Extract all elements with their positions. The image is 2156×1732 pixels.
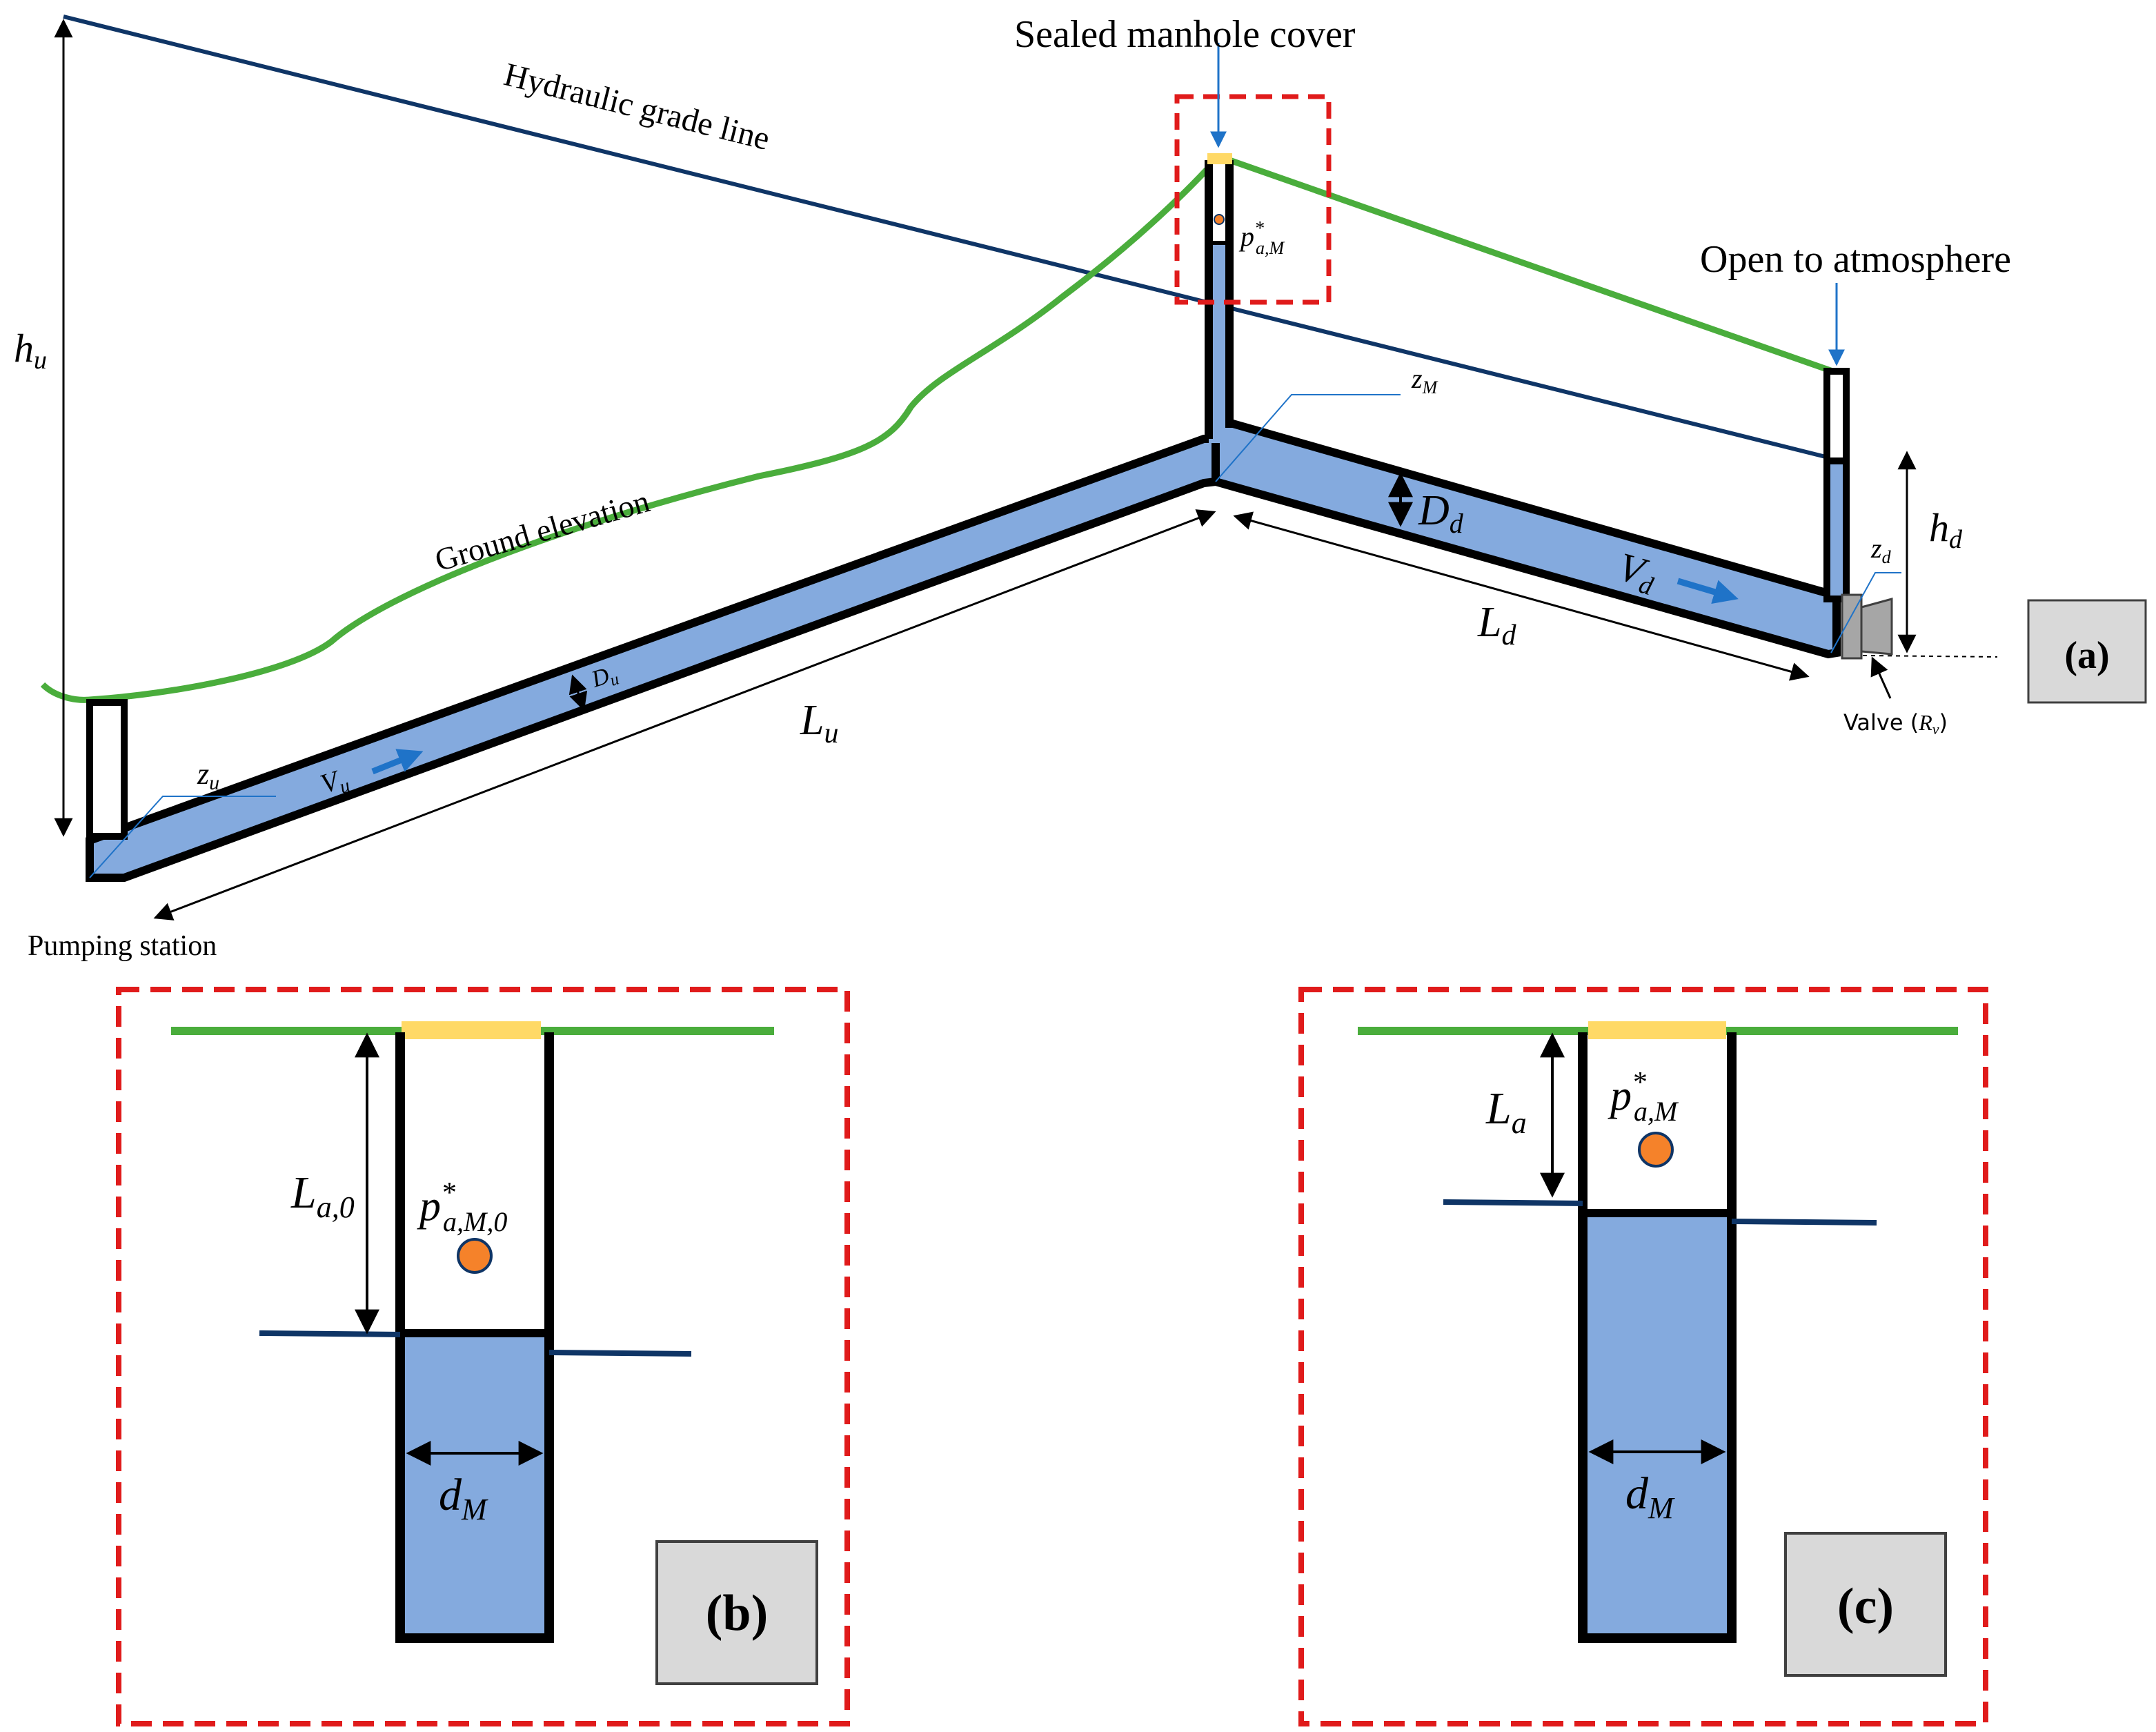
panel-b-l-a0-label: La,0 xyxy=(290,1168,355,1224)
sealed-manhole-cover xyxy=(1207,153,1232,164)
valve-leader xyxy=(1870,656,1892,699)
panel-b-label-box xyxy=(655,1540,818,1685)
valve-label: Valve (Rv) xyxy=(1843,709,1948,738)
ground-elevation-line xyxy=(40,157,1838,703)
panel-b-d-m-label: dM xyxy=(439,1470,488,1526)
panel-b-air-dot xyxy=(457,1238,493,1274)
downstream-pipe xyxy=(1211,417,1841,659)
z-d-label: zd xyxy=(1870,533,1892,567)
panel-b-p-label: p*a,M,0 xyxy=(417,1177,507,1237)
p-a-m-label: p*a,M xyxy=(1238,218,1285,258)
hydraulic-grade-line-label: Hydraulic grade line xyxy=(500,56,773,157)
z-u-label: zu xyxy=(197,757,219,794)
z-u-leader xyxy=(89,796,276,878)
panel-a: Sealed manhole cover Hydraulic grade lin… xyxy=(14,13,2147,962)
panel-b-water xyxy=(400,1333,549,1638)
panel-b-dashed-box xyxy=(116,987,850,1726)
panel-c-hgl-right xyxy=(1731,1219,1877,1226)
open-to-atmosphere-label: Open to atmosphere xyxy=(1700,238,2011,281)
l-d-dimension xyxy=(1233,511,1810,681)
panel-c: La p*a,M dM (c) xyxy=(1298,987,1988,1726)
z-m-leader xyxy=(1215,394,1401,482)
panel-a-label-box xyxy=(2027,599,2147,704)
ground-elevation-label: Ground elevation xyxy=(431,483,653,578)
l-u-label: Lu xyxy=(800,697,838,749)
z-m-label: zM xyxy=(1411,363,1438,397)
panel-b: La,0 p*a,M,0 dM (b) xyxy=(116,987,850,1726)
panel-c-l-a-label: La xyxy=(1485,1083,1527,1140)
l-d-label: Ld xyxy=(1477,599,1516,651)
downstream-shaft-water xyxy=(1823,457,1850,602)
panel-c-water xyxy=(1583,1213,1732,1638)
h-d-label: hd xyxy=(1929,505,1963,554)
pumping-station-shaft xyxy=(86,699,128,840)
valve-cone xyxy=(1860,598,1893,656)
v-d-flow-arrow xyxy=(1677,578,1739,604)
h-u-label: hu xyxy=(14,326,47,375)
sealed-manhole-cover-label: Sealed manhole cover xyxy=(1014,13,1356,56)
panel-b-hgl-left xyxy=(259,1330,401,1337)
manhole-air-dot xyxy=(1214,214,1225,225)
panel-c-label-box xyxy=(1784,1532,1947,1677)
pumping-station-label: Pumping station xyxy=(28,930,217,962)
downstream-datum xyxy=(1862,655,1998,658)
downstream-shaft-air xyxy=(1823,368,1850,464)
hydraulic-grade-line xyxy=(63,14,1837,462)
d-u-dimension xyxy=(568,674,588,711)
panel-b-hgl-right xyxy=(548,1350,692,1357)
z-d-leader xyxy=(1830,572,1901,653)
l-u-dimension xyxy=(153,509,1216,921)
panel-a-label: (a) xyxy=(2064,634,2109,677)
panel-c-d-m-label: dM xyxy=(1625,1468,1675,1525)
panel-c-cover xyxy=(1588,1021,1726,1039)
panel-c-air-dot xyxy=(1638,1132,1674,1168)
panel-c-label: (c) xyxy=(1837,1578,1894,1635)
panel-c-dashed-box xyxy=(1298,987,1988,1726)
panel-b-label: (b) xyxy=(706,1585,768,1642)
manhole-detail-box xyxy=(1174,94,1332,305)
d-d-label: Dd xyxy=(1418,487,1464,539)
panel-c-hgl-left xyxy=(1443,1199,1583,1206)
panel-c-p-label: p*a,M xyxy=(1608,1067,1679,1127)
panel-b-cover xyxy=(402,1021,541,1039)
v-u-flow-arrow xyxy=(371,749,424,775)
